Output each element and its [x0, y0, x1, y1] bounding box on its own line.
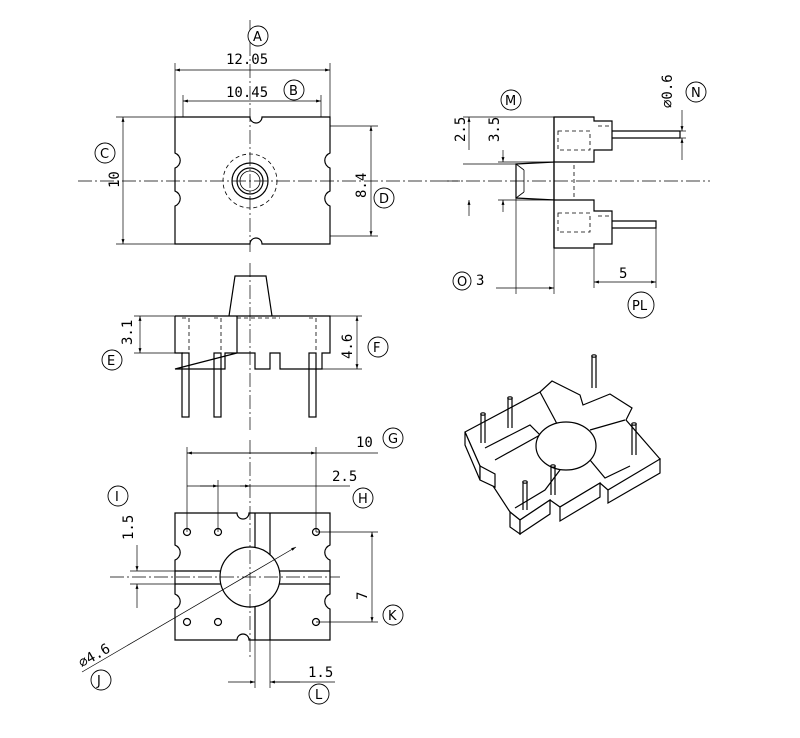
svg-text:K: K — [388, 609, 397, 624]
svg-text:G: G — [388, 432, 398, 447]
iso-right-side — [607, 457, 661, 505]
callout-m: M — [500, 89, 522, 111]
isometric-view — [464, 354, 661, 536]
svg-text:D: D — [379, 192, 389, 207]
side-view: 2.5 3.5 ⌀0.6 3 5 M N O — [444, 74, 710, 319]
callout-j: J — [90, 669, 112, 691]
dim-pin-length: 5 — [619, 266, 627, 282]
dim-boss: 3 — [476, 273, 484, 289]
bottom-view: 10 2.5 1.5 7 ⌀4.6 1.5 G H — [76, 427, 404, 705]
svg-text:B: B — [289, 84, 298, 99]
callout-f: F — [367, 336, 389, 358]
dim-flange-offset: 2.5 — [453, 117, 469, 142]
top-view-outline — [174, 116, 331, 245]
dim-inner-height: 8.4 — [354, 173, 370, 198]
callout-pl: PL — [627, 291, 655, 319]
bottom-pin-hole-5 — [213, 617, 223, 627]
svg-text:O: O — [457, 275, 467, 290]
callout-l: L — [308, 683, 330, 705]
callout-d: D — [373, 187, 395, 209]
side-body-outline — [515, 116, 613, 249]
svg-text:E: E — [107, 354, 115, 369]
dim-height: 10 — [107, 171, 123, 188]
front-body-outline — [174, 315, 331, 370]
dim-bottom-width: 10 — [356, 435, 373, 451]
front-pin-3 — [308, 352, 317, 418]
callout-n: N — [685, 81, 707, 103]
front-pin-2 — [213, 352, 222, 418]
svg-text:PL: PL — [632, 299, 648, 314]
dim-pin-diameter: ⌀0.6 — [660, 74, 676, 108]
bottom-pin-hole-4 — [182, 617, 192, 627]
callout-h: H — [352, 487, 374, 509]
svg-text:L: L — [315, 688, 323, 703]
dim-hub-height: 3.5 — [487, 117, 503, 142]
dim-inner-width: 10.45 — [226, 85, 268, 101]
dim-side-height-large: 4.6 — [340, 334, 356, 359]
callout-i: I — [107, 485, 129, 507]
callout-k: K — [382, 604, 404, 626]
svg-text:J: J — [96, 674, 101, 689]
iso-center-hole — [535, 421, 597, 471]
callout-e: E — [101, 349, 123, 371]
callout-o: O — [452, 271, 472, 291]
callout-c: C — [94, 142, 116, 164]
svg-text:A: A — [253, 30, 262, 45]
svg-text:F: F — [373, 341, 380, 356]
svg-text:I: I — [115, 490, 119, 505]
svg-text:M: M — [505, 94, 516, 109]
front-view: 3.1 4.6 E F — [101, 263, 389, 430]
front-hub-cone — [228, 275, 273, 317]
dim-side-height-small: 3.1 — [120, 320, 136, 345]
svg-text:C: C — [100, 147, 109, 162]
bottom-view-outline — [174, 512, 331, 641]
dim-pin-pitch: 2.5 — [332, 469, 357, 485]
top-view: 12.05 10.45 10 8.4 A B C D — [78, 20, 460, 252]
dim-slot-width: 1.5 — [308, 665, 333, 681]
svg-text:H: H — [358, 492, 368, 507]
side-top-pin — [612, 130, 681, 139]
dim-top-width: 12.05 — [226, 52, 268, 68]
callout-a: A — [247, 25, 269, 47]
callout-g: G — [382, 427, 404, 449]
iso-front-side — [519, 498, 551, 536]
front-pin-1 — [181, 352, 190, 418]
dim-bottom-span: 7 — [355, 592, 371, 600]
dim-bottom-offset: 1.5 — [121, 515, 137, 540]
side-bottom-pin — [612, 220, 657, 229]
callout-b: B — [283, 79, 305, 101]
svg-text:N: N — [691, 86, 701, 101]
dim-hole-diameter: ⌀4.6 — [76, 641, 113, 672]
